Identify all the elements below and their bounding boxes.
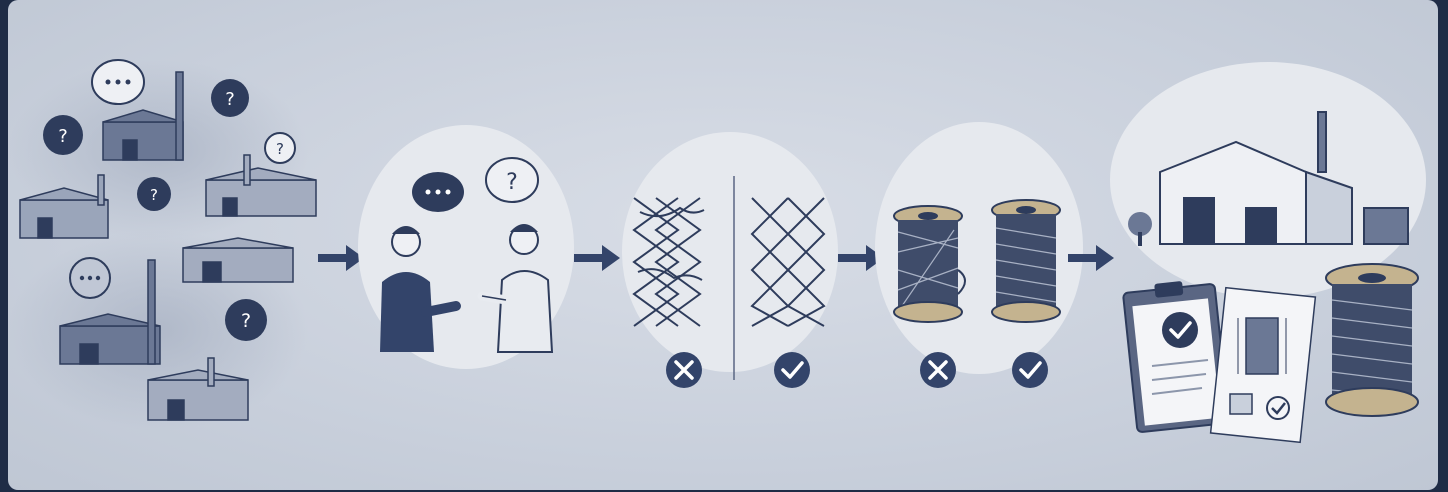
question-bubble-icon: ? bbox=[225, 299, 267, 341]
svg-text:?: ? bbox=[150, 186, 158, 204]
factory-icon bbox=[102, 71, 184, 161]
person-right bbox=[477, 224, 554, 353]
wound-spool bbox=[1325, 263, 1419, 417]
mesh-comparison-panel bbox=[620, 132, 840, 390]
speech-bubble-icon bbox=[412, 172, 464, 212]
factory-icon bbox=[205, 154, 317, 217]
arrow-right-icon bbox=[574, 245, 620, 271]
svg-text:?: ? bbox=[225, 89, 235, 110]
scattered-factories-panel: ? ? ? ? ? bbox=[8, 30, 328, 470]
negotiation-panel: ? bbox=[356, 122, 576, 372]
check-circle-icon bbox=[774, 352, 810, 388]
check-circle-icon bbox=[1012, 352, 1048, 388]
svg-text:?: ? bbox=[276, 140, 284, 158]
tangled-spool bbox=[893, 205, 966, 323]
svg-text:?: ? bbox=[241, 310, 251, 332]
factory-icon bbox=[147, 357, 249, 421]
speech-bubble-icon bbox=[69, 257, 111, 299]
approved-supplier-panel bbox=[1106, 60, 1430, 460]
question-bubble-icon: ? bbox=[264, 132, 296, 164]
clean-mesh bbox=[750, 197, 826, 327]
question-bubble-icon: ? bbox=[211, 79, 249, 117]
factory-icon bbox=[1128, 111, 1409, 246]
illustration-frame: ? ? ? ? ? bbox=[8, 0, 1438, 490]
factory-icon bbox=[59, 259, 161, 365]
speech-bubble-icon bbox=[91, 59, 145, 105]
factory-icon bbox=[182, 237, 294, 283]
blueprint-icon bbox=[1209, 286, 1317, 444]
svg-text:?: ? bbox=[506, 170, 518, 195]
arrow-right-icon bbox=[318, 245, 364, 271]
question-bubble-icon: ? bbox=[485, 157, 539, 203]
tangled-mesh bbox=[632, 197, 705, 327]
question-bubble-icon: ? bbox=[137, 177, 171, 211]
question-bubble-icon: ? bbox=[43, 115, 83, 155]
svg-text:?: ? bbox=[58, 126, 68, 147]
cross-circle-icon bbox=[666, 352, 702, 388]
cross-circle-icon bbox=[920, 352, 956, 388]
scattered-factories-scene: ? ? ? ? ? bbox=[8, 59, 317, 430]
factory-icon bbox=[19, 174, 109, 239]
person-left bbox=[380, 226, 461, 352]
clipboard-icon bbox=[1122, 281, 1230, 433]
wound-spool bbox=[991, 199, 1061, 323]
spool-comparison-panel bbox=[874, 120, 1084, 390]
arrow-right-icon bbox=[838, 245, 884, 271]
arrow-right-icon bbox=[1068, 245, 1114, 271]
